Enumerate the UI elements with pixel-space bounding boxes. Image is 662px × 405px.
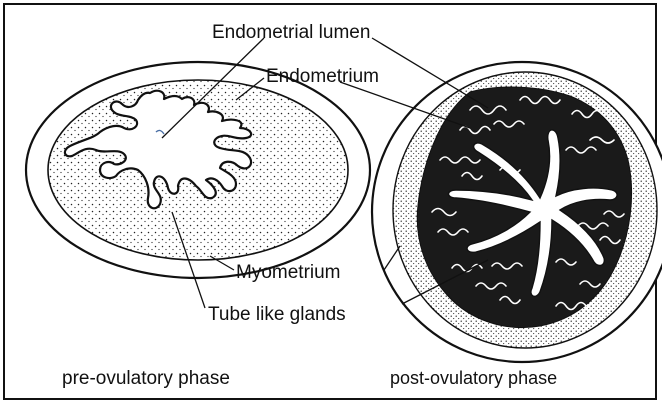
post-tube-like-glands <box>417 87 631 327</box>
label-endometrial-lumen: Endometrial lumen <box>212 22 370 43</box>
label-tube-like-glands: Tube like glands <box>208 304 346 325</box>
label-myometrium: Myometrium <box>236 262 341 283</box>
caption-post-ovulatory: post-ovulatory phase <box>390 368 557 388</box>
post-ovulatory-section <box>372 62 662 362</box>
pre-ovulatory-section <box>26 62 370 278</box>
caption-pre-ovulatory: pre-ovulatory phase <box>62 368 230 389</box>
label-endometrium: Endometrium <box>266 66 379 87</box>
